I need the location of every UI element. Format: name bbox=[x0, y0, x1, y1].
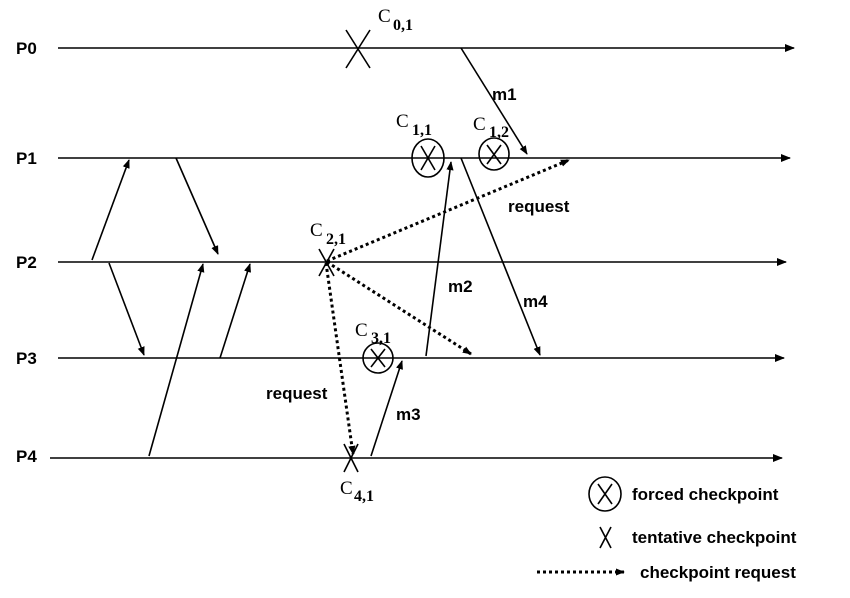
checkpoint-letter-c11: C bbox=[396, 111, 409, 132]
checkpoint-sub-c21: 2,1 bbox=[326, 231, 346, 248]
message-label-m2: m2 bbox=[448, 277, 473, 296]
forced-checkpoint-c11-stroke-b bbox=[420, 145, 436, 171]
request-arrow-to-p1 bbox=[326, 158, 570, 263]
forced-checkpoint-c11 bbox=[411, 138, 445, 178]
checkpoint-sub-c41: 4,1 bbox=[354, 488, 374, 505]
checkpoint-letter-c01: C bbox=[378, 6, 391, 27]
message-label-m3: m3 bbox=[396, 405, 421, 424]
process-label-p0: P0 bbox=[16, 39, 37, 58]
request-arrow-to-p3 bbox=[326, 260, 472, 356]
forced-checkpoint-c12 bbox=[478, 137, 510, 171]
legend-label-request: checkpoint request bbox=[640, 563, 796, 582]
process-label-p1: P1 bbox=[16, 149, 37, 168]
checkpoint-label-c31: C 3,1 bbox=[355, 320, 391, 347]
checkpoint-letter-c12: C bbox=[473, 114, 486, 135]
checkpoint-label-c11: C 1,1 bbox=[396, 111, 432, 139]
legend-forced-icon-stroke-b bbox=[597, 483, 613, 505]
forced-checkpoint-c12-stroke-b bbox=[486, 144, 502, 165]
checkpoint-sub-c31: 3,1 bbox=[371, 330, 391, 347]
forced-checkpoint-c31-stroke-b bbox=[370, 348, 386, 368]
request-label-lower: request bbox=[266, 384, 328, 403]
legend: forced checkpoint tentative checkpoint c… bbox=[537, 476, 797, 582]
message-label-m1: m1 bbox=[492, 85, 517, 104]
tentative-checkpoint-c21-stroke bbox=[318, 248, 335, 277]
checkpoint-sub-c12: 1,2 bbox=[489, 124, 509, 141]
request-arrow-to-p4 bbox=[324, 262, 356, 455]
forced-checkpoint-c31 bbox=[362, 342, 394, 374]
message-p2-to-p1 bbox=[91, 159, 130, 261]
checkpoint-letter-c31: C bbox=[355, 320, 368, 341]
request-label-upper: request bbox=[508, 197, 570, 216]
checkpoint-sub-c11: 1,1 bbox=[412, 122, 432, 139]
tentative-checkpoint-c01-stroke bbox=[345, 29, 371, 69]
checkpoint-letter-c21: C bbox=[310, 220, 323, 241]
message-p4-to-p2 bbox=[148, 263, 205, 457]
process-label-p4: P4 bbox=[16, 447, 37, 466]
message-m3 bbox=[370, 360, 403, 457]
checkpoint-label-c12: C 1,2 bbox=[473, 114, 509, 141]
process-label-p3: P3 bbox=[16, 349, 37, 368]
legend-forced-icon bbox=[588, 476, 622, 512]
message-p1-to-p2 bbox=[175, 157, 219, 255]
tentative-checkpoint-c41-stroke bbox=[343, 443, 359, 473]
legend-label-tentative: tentative checkpoint bbox=[632, 528, 797, 547]
checkpoint-label-c41: C 4,1 bbox=[340, 478, 374, 505]
checkpoint-label-c21: C 2,1 bbox=[310, 220, 346, 248]
checkpoint-letter-c41: C bbox=[340, 478, 353, 499]
process-label-p2: P2 bbox=[16, 253, 37, 272]
message-m4 bbox=[460, 157, 541, 356]
checkpoint-sub-c01: 0,1 bbox=[393, 17, 413, 34]
legend-tentative-icon-stroke bbox=[599, 526, 612, 549]
message-m2 bbox=[425, 161, 454, 357]
message-p3-to-p2 bbox=[219, 263, 251, 359]
message-label-m4: m4 bbox=[523, 292, 548, 311]
legend-label-forced: forced checkpoint bbox=[632, 485, 779, 504]
message-m1 bbox=[460, 47, 528, 155]
checkpoint-label-c01: C 0,1 bbox=[378, 6, 413, 34]
message-p2-to-p3 bbox=[108, 262, 145, 356]
